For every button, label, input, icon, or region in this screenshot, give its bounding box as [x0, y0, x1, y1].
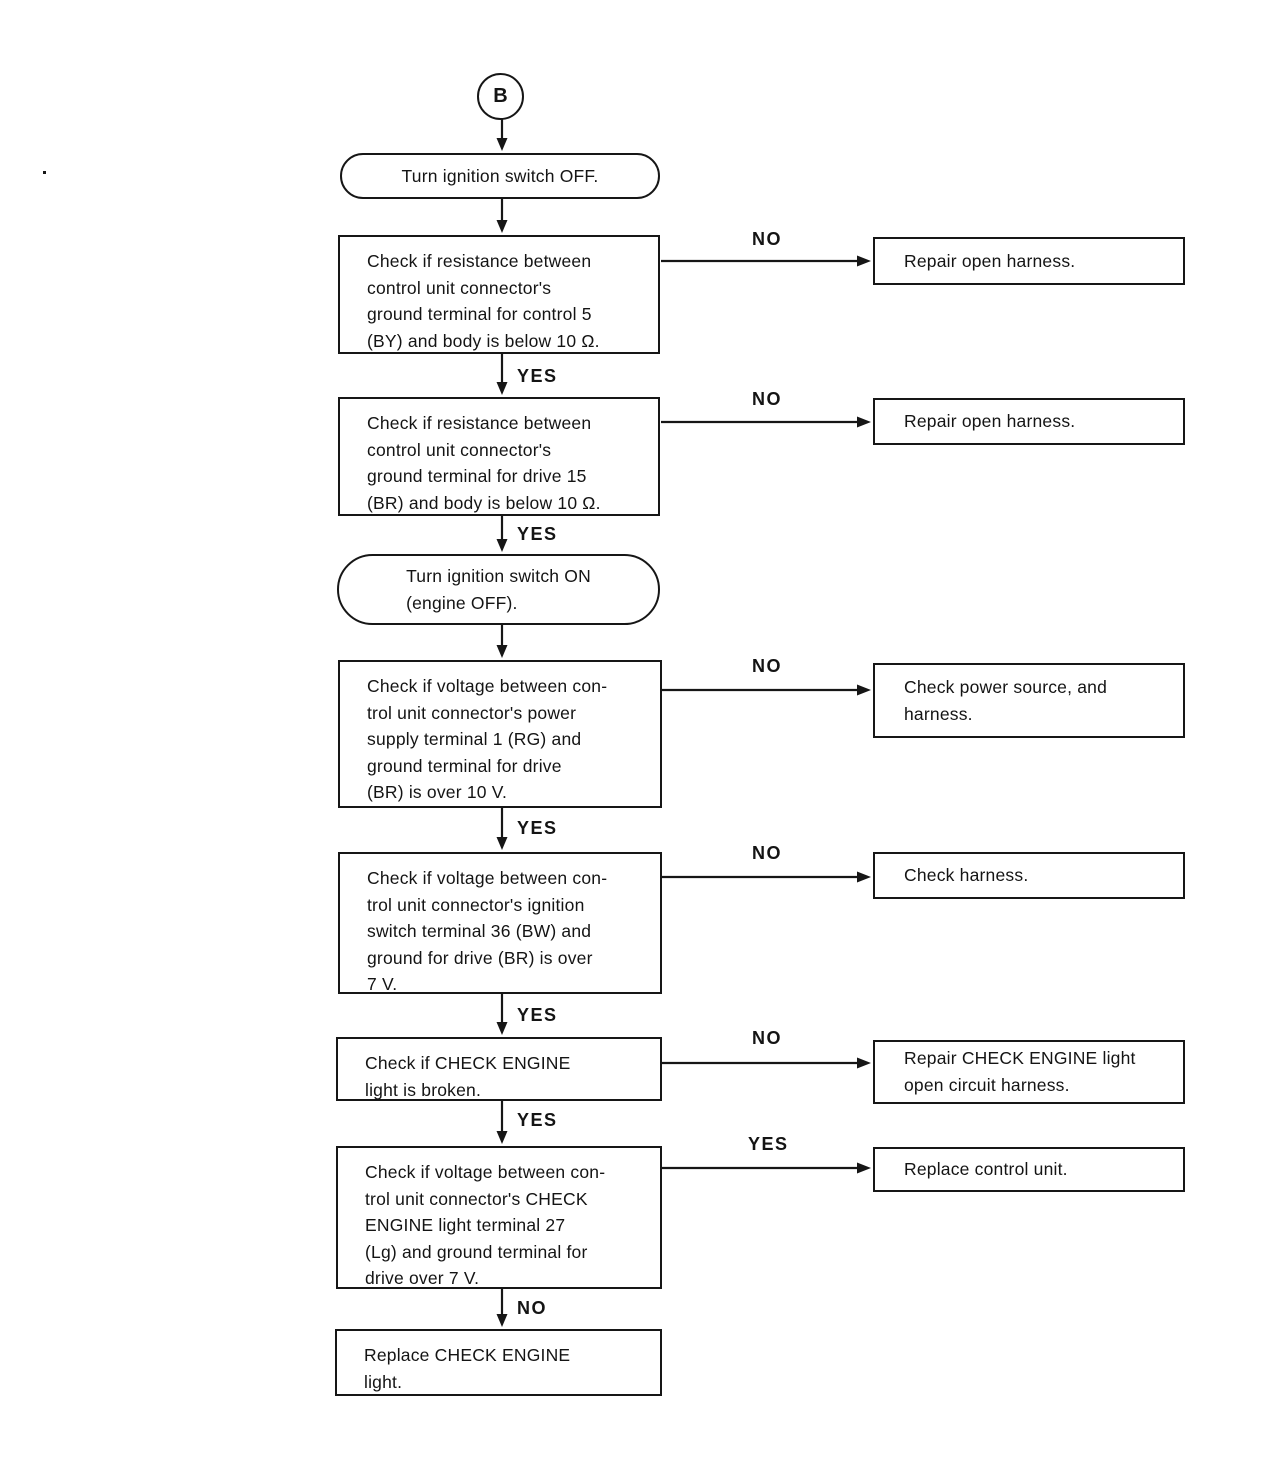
edge-label-yes-3: YES: [517, 818, 558, 838]
edge-label-yes-1: YES: [517, 366, 558, 386]
step-text: Check if voltage between con- trol unit …: [365, 1162, 606, 1289]
action-repair-check-engine-harness: Repair CHECK ENGINE light open circuit h…: [873, 1040, 1185, 1104]
step-check-engine-light-broken: Check if CHECK ENGINE light is broken.: [336, 1037, 662, 1101]
action-repair-open-harness-1: Repair open harness.: [873, 237, 1185, 285]
page-connector-b: B: [477, 73, 524, 120]
step-text: Check if CHECK ENGINE light is broken.: [365, 1053, 571, 1100]
edge-label-yes-2: YES: [517, 524, 558, 544]
step-text: Check if resistance between control unit…: [367, 251, 600, 351]
scan-speck: [43, 171, 46, 174]
step-text: Check if voltage between con- trol unit …: [367, 868, 608, 995]
step-check-voltage-ignition-switch: Check if voltage between con- trol unit …: [338, 852, 662, 994]
edge-label-no-4: NO: [752, 843, 782, 863]
edge-label-yes-5: YES: [517, 1110, 558, 1130]
action-text: Repair open harness.: [904, 250, 1076, 271]
terminal-turn-ignition-on: Turn ignition switch ON (engine OFF).: [337, 554, 660, 625]
action-replace-control-unit: Replace control unit.: [873, 1147, 1185, 1192]
terminal-turn-ignition-off: Turn ignition switch OFF.: [340, 153, 660, 199]
step-check-resistance-drive-ground: Check if resistance between control unit…: [338, 397, 660, 516]
step-check-voltage-power-supply: Check if voltage between con- trol unit …: [338, 660, 662, 808]
edge-label-no-1: NO: [752, 229, 782, 249]
step-check-resistance-control-ground: Check if resistance between control unit…: [338, 235, 660, 354]
edge-label-no-5: NO: [752, 1028, 782, 1048]
edge-label-no-2: NO: [752, 389, 782, 409]
edge-label-yes-6: YES: [748, 1134, 789, 1154]
action-text: Check power source, and harness.: [904, 676, 1108, 724]
action-text: Repair open harness.: [904, 411, 1076, 432]
action-text: Replace CHECK ENGINE light.: [364, 1345, 571, 1392]
page-connector-label: B: [493, 85, 508, 107]
action-repair-open-harness-2: Repair open harness.: [873, 398, 1185, 445]
terminal-text: Turn ignition switch ON (engine OFF).: [406, 565, 591, 613]
edge-label-no-3: NO: [752, 656, 782, 676]
action-replace-check-engine-light: Replace CHECK ENGINE light.: [335, 1329, 662, 1396]
step-check-voltage-check-engine-terminal: Check if voltage between con- trol unit …: [336, 1146, 662, 1289]
edge-label-no-final: NO: [517, 1298, 547, 1318]
step-text: Check if resistance between control unit…: [367, 413, 601, 513]
action-text: Repair CHECK ENGINE light open circuit h…: [904, 1048, 1136, 1095]
action-text: Replace control unit.: [904, 1159, 1068, 1180]
edge-label-yes-4: YES: [517, 1005, 558, 1025]
step-text: Check if voltage between con- trol unit …: [367, 676, 608, 803]
action-text: Check harness.: [904, 865, 1029, 886]
terminal-text: Turn ignition switch OFF.: [401, 165, 599, 186]
action-check-harness: Check harness.: [873, 852, 1185, 899]
action-check-power-source: Check power source, and harness.: [873, 663, 1185, 738]
